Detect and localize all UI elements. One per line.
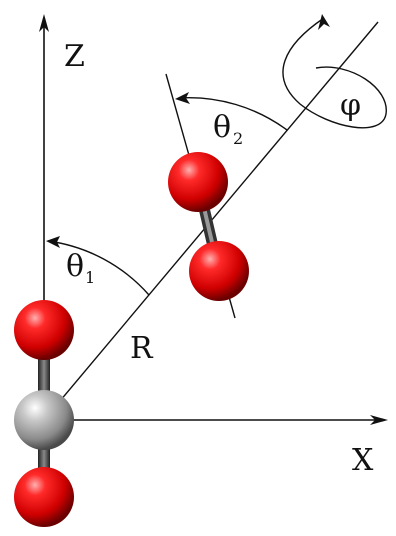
z-axis-label: Z [64,39,85,74]
theta1-symbol: θ [66,249,84,284]
molecule1-oxygen-top [14,300,74,360]
phi-arrowhead [318,14,330,30]
x-axis-label: X [352,443,374,478]
molecule2-oxygen-bottom [189,241,249,301]
phi-ellipse-path [282,17,387,129]
theta2-symbol: θ [213,110,231,145]
bond-length-label: R [130,331,154,366]
molecule2-oxygen-top [168,152,228,212]
molecule-2 [168,152,249,301]
molecule1-oxygen-bottom [14,467,74,527]
theta1-arrowhead [46,236,60,248]
phi-rotation-arrow [282,14,387,129]
x-axis-arrowhead [370,415,388,425]
theta1-arc [46,236,150,296]
x-axis [44,415,388,425]
theta2-arc [175,92,288,131]
phi-label: φ [340,88,361,123]
theta2-arc-path [178,97,288,131]
theta1-subscript: 1 [85,268,95,287]
theta2-subscript: 2 [233,129,243,148]
molecule-1 [14,300,74,527]
molecule1-carbon [14,390,74,450]
theta1-label: θ 1 [66,249,95,287]
z-axis-arrowhead [39,14,49,32]
theta2-arrowhead [175,92,190,104]
theta1-arc-path [47,240,150,296]
theta2-label: θ 2 [213,110,243,148]
